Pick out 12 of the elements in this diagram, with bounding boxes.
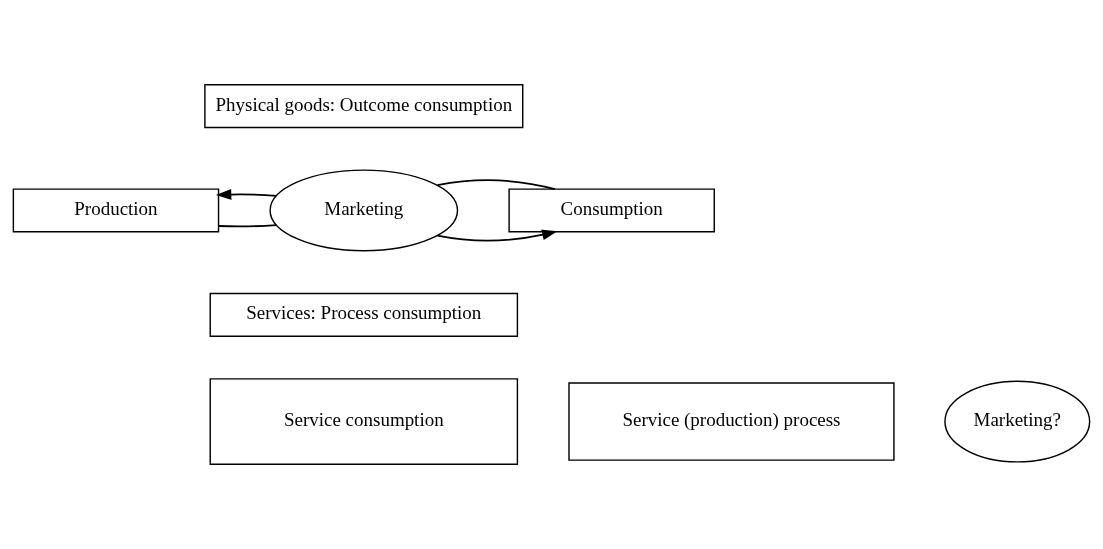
node-box: Production	[12, 188, 220, 233]
node-box: Service (production) process	[568, 382, 895, 461]
connector	[217, 224, 278, 228]
arrow	[215, 189, 278, 200]
connector	[436, 179, 556, 190]
node-box: Services: Process consumption	[209, 292, 519, 337]
arrow	[436, 229, 558, 242]
node-ellipse: Marketing?	[944, 380, 1091, 463]
node-ellipse: Marketing	[269, 169, 459, 252]
node-box: Service consumption	[209, 378, 519, 465]
node-box: Physical goods: Outcome consumption	[204, 84, 524, 129]
node-box: Consumption	[508, 188, 715, 233]
